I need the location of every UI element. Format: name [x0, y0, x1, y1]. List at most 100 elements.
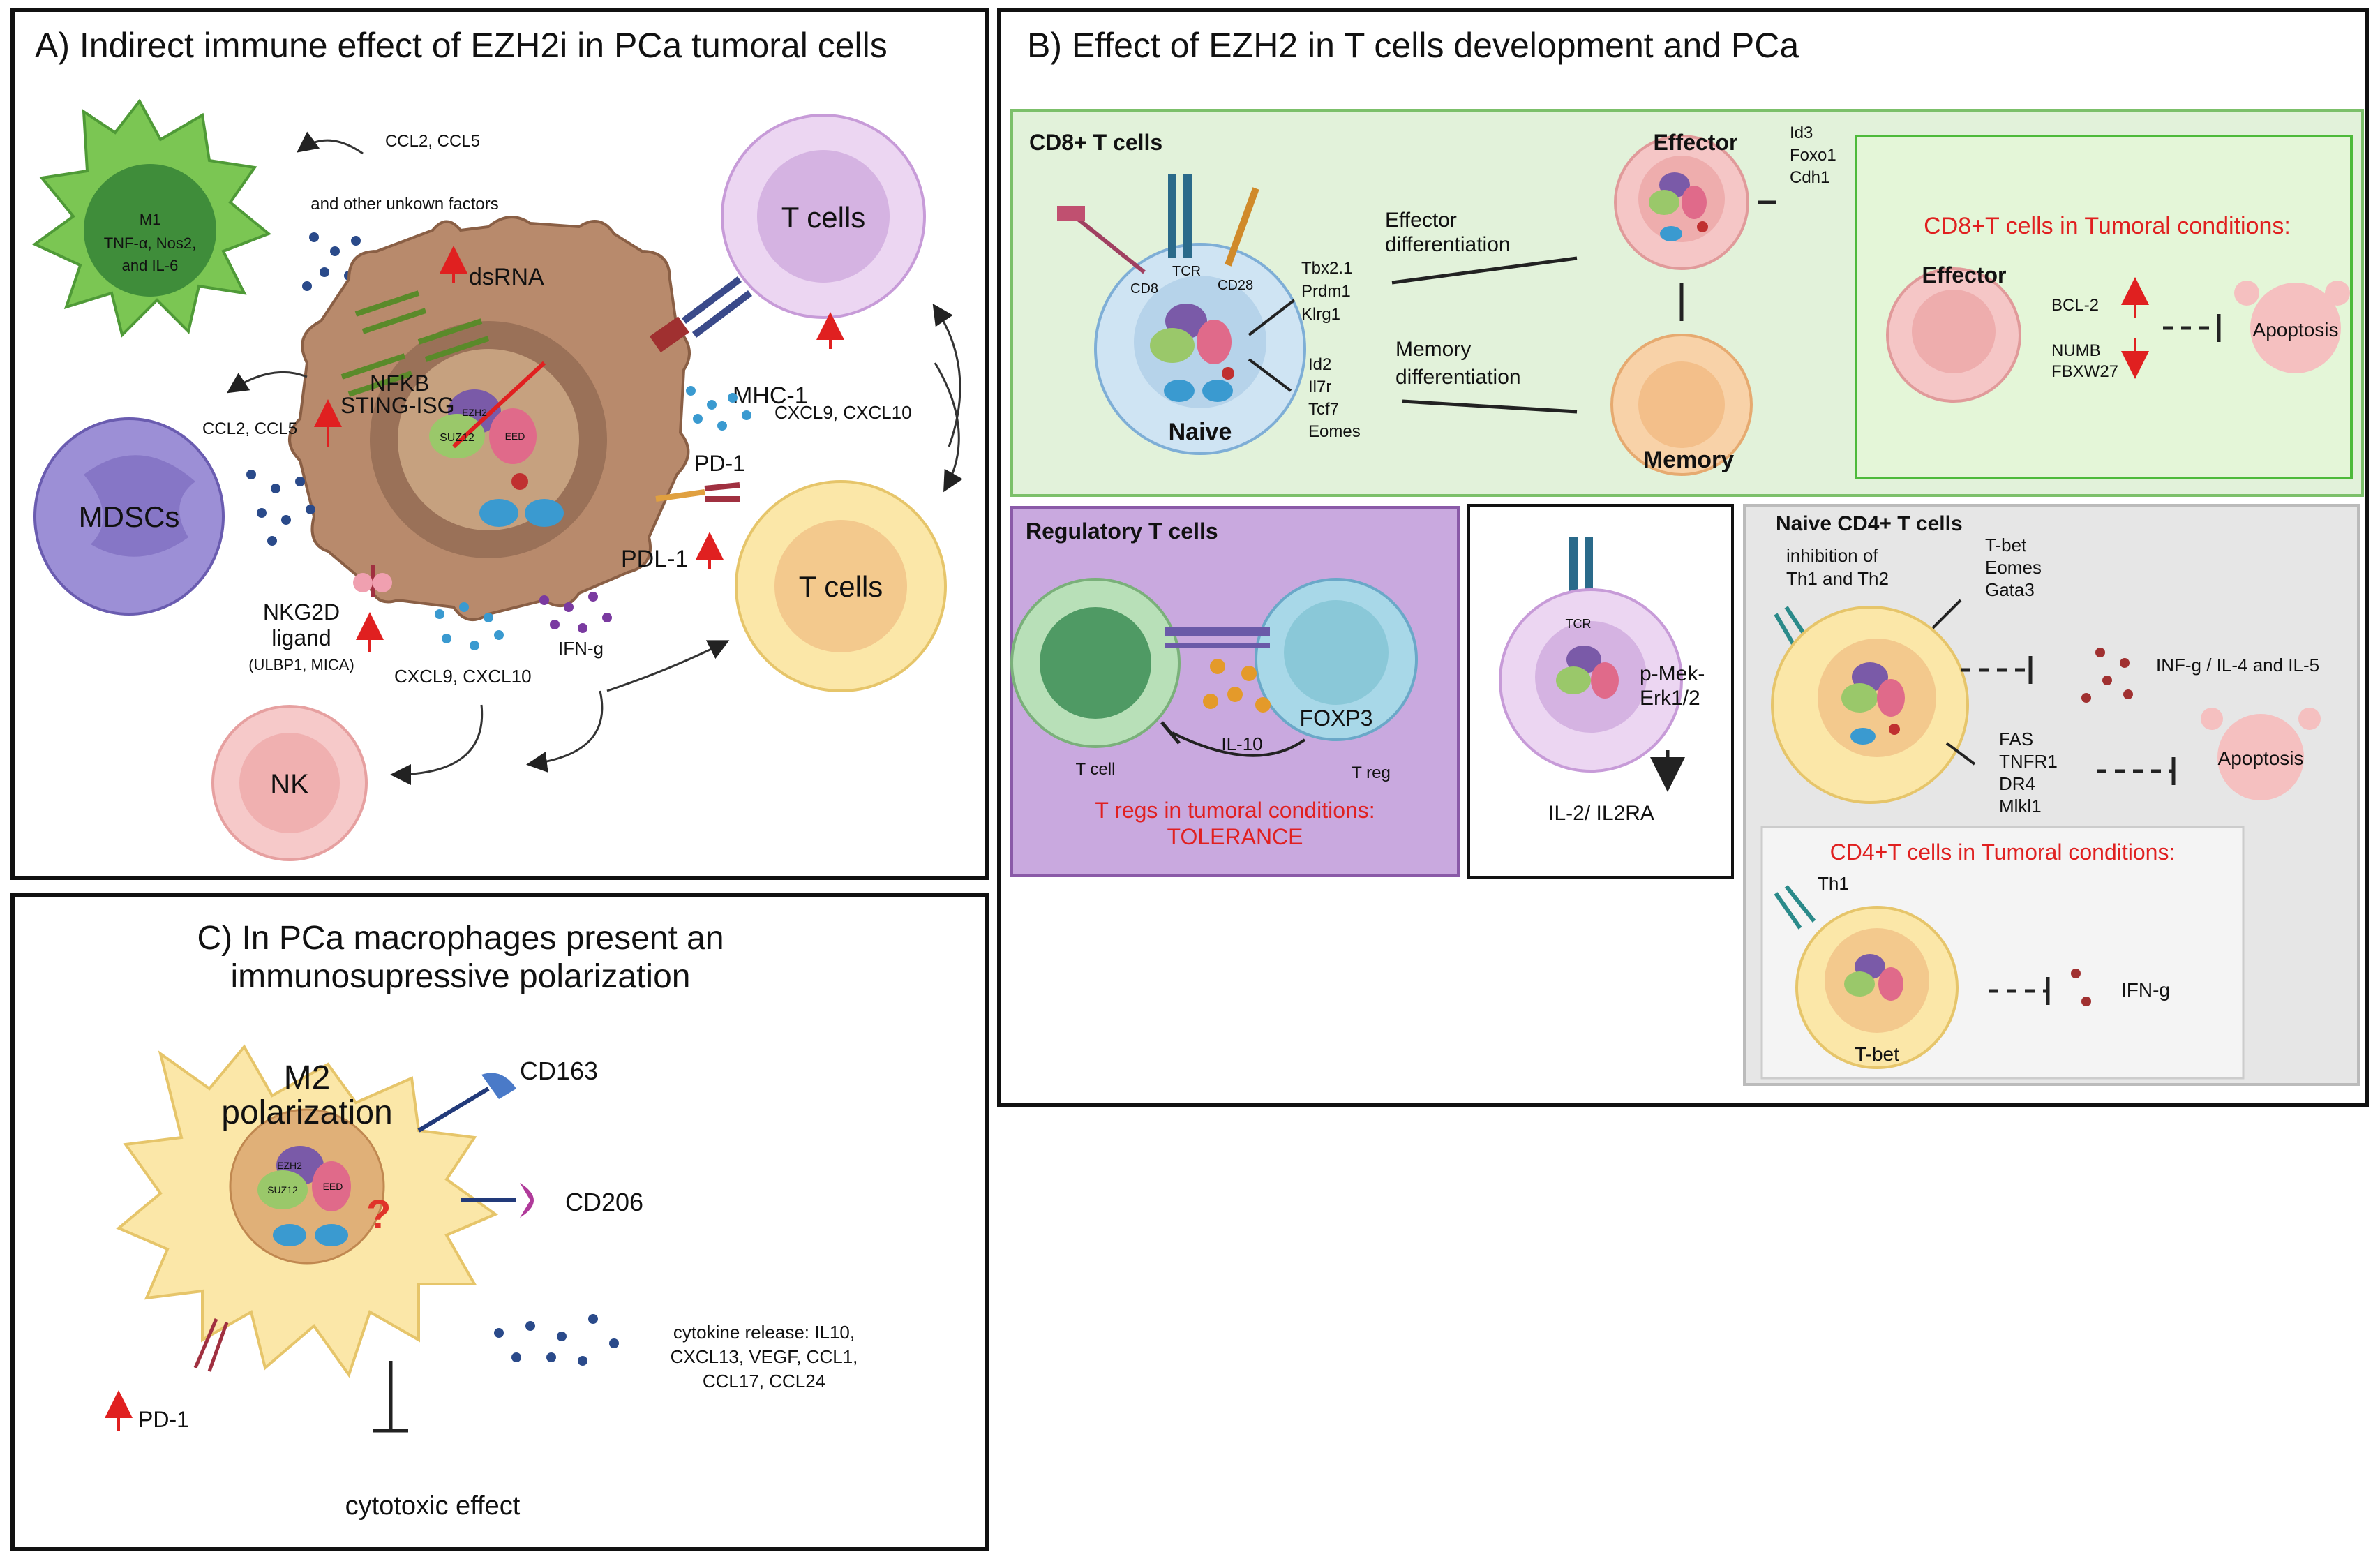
ifng-cd4-label: IFN-g [2121, 979, 2170, 1001]
naive-cd8-cell [1057, 174, 1306, 455]
ifng-label-a: IFN-g [558, 638, 604, 659]
dsrna-label: dsRNA [469, 264, 544, 290]
gene-memory-0: Id2 [1308, 355, 1331, 374]
t-cell-label: T cell [1076, 760, 1116, 779]
ezh2-label-a: EZH2 [462, 407, 487, 418]
panel-a-title: A) Indirect immune effect of EZH2i in PC… [35, 26, 888, 65]
inhibit-death-genes [1945, 742, 1976, 766]
death-gene-3: Mlkl1 [1999, 796, 2042, 816]
nkg2d-line2: ligand [271, 625, 331, 650]
th1-cell [1774, 885, 1959, 1069]
pmek-line1: p-Mek- [1640, 662, 1705, 685]
il10-dots [1203, 659, 1271, 713]
eed-label-c: EED [323, 1181, 343, 1192]
cytokine-line2: CXCL13, VEGF, CCL1, [671, 1346, 858, 1367]
pmek-line2: Erk1/2 [1640, 687, 1700, 710]
arrow-to-mdscs [227, 371, 308, 394]
m2-macrophage [116, 1044, 534, 1378]
cd4-title: Naive CD4+ T cells [1776, 512, 1963, 535]
nkg2d-ligand-icon [353, 565, 392, 597]
tcr-mid-label: TCR [1566, 617, 1592, 631]
nkg2d-line1: NKG2D [263, 599, 340, 625]
cd163-label: CD163 [520, 1057, 598, 1085]
cytotoxic-label: cytotoxic effect [345, 1491, 521, 1521]
apoptosis-icon-cd4 [2201, 708, 2321, 800]
tbet-label: T-bet [1855, 1043, 1899, 1065]
fbxw27-label: FBXW27 [2051, 362, 2118, 381]
pdl1-label: PDL-1 [621, 546, 688, 572]
arrow-tcells-down [934, 362, 963, 493]
pd1-label-c: PD-1 [138, 1407, 189, 1432]
cytokine-dots-cd4 [2081, 648, 2133, 703]
il10-inhibit-bar [1160, 721, 1181, 745]
panel-b-title: B) Effect of EZH2 in T cells development… [1027, 26, 1799, 65]
nk-label: NK [270, 769, 309, 800]
memory-cell [1610, 334, 1753, 476]
mdscs-cell [33, 417, 225, 616]
inhibit-effector-genes [1248, 299, 1296, 336]
t-cell-bottom [735, 480, 947, 692]
treg-title: Regulatory T cells [1026, 519, 1218, 544]
pd1-pdl1-interaction [655, 482, 740, 502]
th-gene-2: Gata3 [1985, 579, 2035, 600]
cxcl-bottom-label: CXCL9, CXCL10 [394, 666, 532, 687]
arrow-ifng-down [526, 690, 604, 773]
m2-line1: M2 [284, 1059, 331, 1096]
cytokine-line3: CCL17, CCL24 [703, 1371, 825, 1392]
inhibition-line2: Th1 and Th2 [1786, 568, 1889, 589]
panel-c-title-line1: C) In PCa macrophages present an [197, 920, 724, 957]
cd8-tumoral-title: CD8+T cells in Tumoral conditions: [1924, 213, 2291, 239]
panel-c: C) In PCa macrophages present an immunos… [10, 893, 989, 1551]
m1-cytokines-line1: TNF-α, Nos2, [104, 234, 197, 252]
effector-diff-line [1391, 256, 1578, 285]
m1-cytokines-line2: and IL-6 [122, 257, 179, 274]
naive-label: Naive [1169, 419, 1232, 445]
tumoral-effector-cell [1886, 267, 2021, 403]
nkg2d-line3: (ULBP1, MICA) [248, 656, 354, 673]
m2-line2: polarization [221, 1094, 392, 1131]
prc2-complex-tumor [429, 361, 564, 527]
death-gene-0: FAS [1999, 729, 2033, 749]
cd8-marker-label: CD8 [1130, 281, 1158, 297]
m1-label: M1 [140, 211, 161, 228]
naive-cd4-cell [1771, 606, 1969, 804]
gene-memory-1: Il7r [1308, 378, 1331, 396]
panel-a: A) Indirect immune effect of EZH2i in PC… [10, 8, 989, 880]
arrow-to-m1 [297, 131, 364, 155]
pd1-label-a: PD-1 [694, 451, 745, 476]
sting-label: STING-ISG [340, 393, 455, 418]
effector-diff-line1: Effector [1385, 209, 1457, 232]
chemokine-dots-left [246, 470, 315, 546]
suz12-label-c: SUZ12 [267, 1184, 298, 1195]
cytokine-dots-c [494, 1314, 619, 1366]
m1-macrophage [32, 98, 271, 338]
tcr-marker-label: TCR [1172, 264, 1201, 279]
cxcl-dots-right [686, 386, 751, 431]
panel-b: B) Effect of EZH2 in T cells development… [997, 8, 2369, 1107]
memory-diff-line [1402, 399, 1578, 414]
nk-cell [211, 705, 368, 861]
ifng-dots-cd4 [2071, 969, 2091, 1006]
th-gene-0: T-bet [1985, 535, 2027, 555]
foxp3-label: FOXP3 [1300, 706, 1373, 731]
arrow-ifng-to-tcells [606, 640, 730, 692]
cd28-marker-label: CD28 [1218, 278, 1253, 293]
t-reg-label: T reg [1352, 763, 1391, 782]
cd8-title: CD8+ T cells [1029, 130, 1162, 155]
inhibit-memory-genes [1248, 358, 1292, 392]
cxcl-dots-bottom [435, 602, 504, 650]
th1-label: Th1 [1818, 873, 1849, 894]
treg-tumoral-line2: TOLERANCE [1167, 824, 1303, 849]
nfkb-label: NFKB [370, 371, 429, 396]
eed-label-a: EED [505, 431, 525, 442]
ifng-dots [539, 592, 612, 633]
gene-eff-right-2: Cdh1 [1790, 168, 1829, 187]
gene-effector-0: Tbx2.1 [1301, 259, 1352, 278]
il10-inhibit-arc [1172, 731, 1306, 757]
effector-diff-line2: differentiation [1385, 233, 1511, 256]
mek-erk-cell [1499, 537, 1683, 773]
inhibit-th-genes [1931, 599, 1962, 629]
gene-memory-2: Tcf7 [1308, 400, 1339, 419]
t-cell-top [721, 114, 926, 319]
